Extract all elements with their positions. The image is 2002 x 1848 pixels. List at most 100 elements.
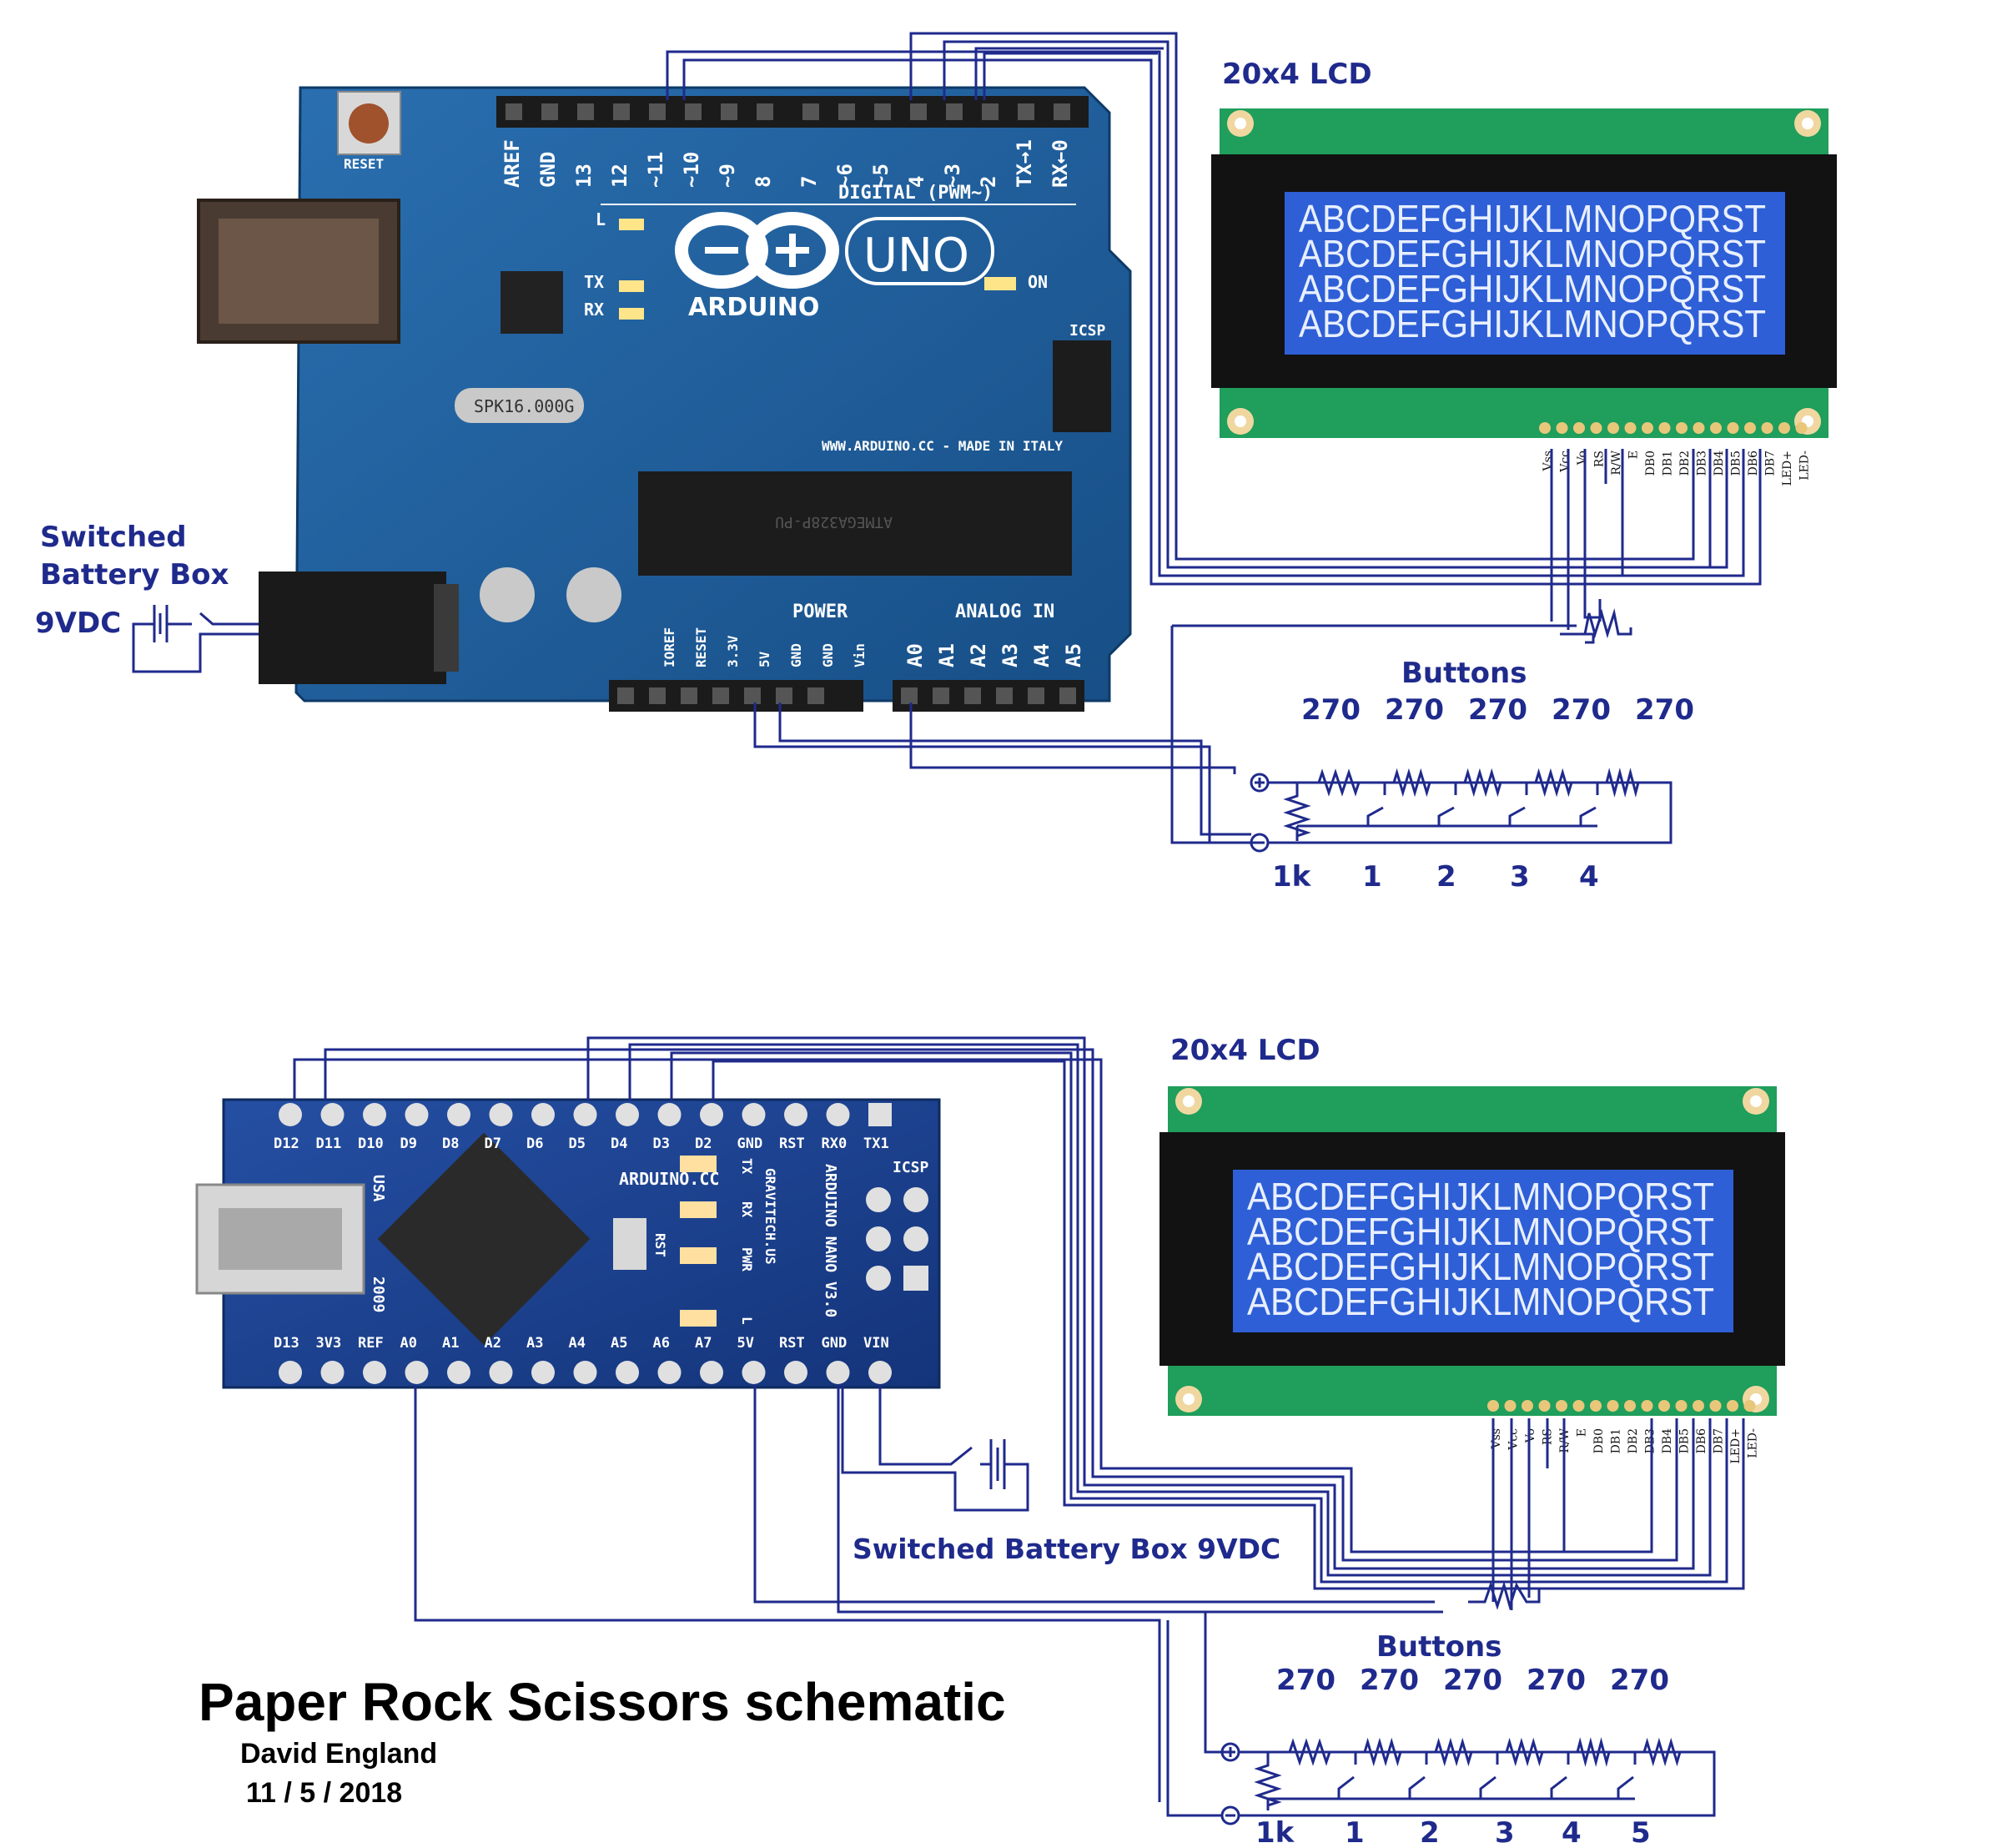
header-hole [757,103,773,120]
power-header [609,680,863,712]
lcd-pin-label: DB6 [1747,451,1760,476]
lcd-pin-pad [1522,1400,1533,1412]
analog-silk: ANALOG IN [955,602,1054,622]
nano-top-pin-label: D5 [569,1135,586,1152]
top-resistor-value: 270 [1635,693,1694,727]
header-hole [613,103,630,120]
return-rail [1239,1750,1716,1817]
pull-down-resistor [1283,783,1311,841]
nano-bottom-pin-label: A7 [695,1335,712,1352]
pin-pad [826,1361,850,1384]
top-button-number: 1 [1362,860,1382,894]
top-resistor-value: 270 [1385,693,1444,727]
pin-pad [573,1361,597,1384]
lcd-pin-label: E [1627,451,1641,459]
lcd-pin-pad [1590,422,1602,434]
series-resistor [1602,768,1643,798]
pin-pad [531,1361,555,1384]
lcd-pin-pad [1710,422,1722,434]
reset-silk: RESET [344,156,384,172]
series-resistor [1431,1737,1476,1767]
top-button-number: 2 [1436,860,1456,894]
nano-bottom-pin-label: RST [779,1335,805,1352]
header-hole [802,103,819,120]
digital-pin-label: TX→1 [1013,139,1036,188]
nano-top-pin-label: D2 [695,1135,712,1152]
mount-hole-center [1235,118,1246,129]
top-battery-switch [132,605,259,673]
header-hole [1028,687,1044,704]
series-resistor [1639,1737,1685,1767]
series-resistor [1531,768,1577,798]
pin-pad [868,1361,892,1384]
lcd-pin-pad [1676,422,1688,434]
digital-pin-label: 7 [797,176,821,188]
plus-sign [1225,1747,1235,1757]
lcd-pin-label: DB1 [1610,1428,1623,1453]
pin-pad [784,1103,807,1126]
nano-bottom-pin-label: A4 [569,1335,586,1352]
top-buttons-label: Buttons [1401,657,1527,690]
bottom-resistor-value: 270 [1443,1664,1502,1697]
lcd-pin-pad [1624,1400,1636,1412]
lcd-pin-pad [1693,422,1705,434]
series-resistor [1389,768,1435,798]
header-hole [874,103,891,120]
lcd-pin-pad [1727,1400,1738,1412]
power-pin-label: Vin [852,643,868,667]
nano-top-pin-label: D3 [653,1135,670,1152]
lcd-label-bottom: 20x4 LCD [1170,1034,1320,1067]
header-hole [776,687,792,704]
nano-silk-rst: RST [652,1233,668,1257]
power-pin-label: IOREF [661,627,677,667]
lcd-pin-pad [1590,1400,1602,1412]
lcd-pin-label: LED+ [1729,1428,1743,1463]
pin-pad [363,1103,386,1126]
nano-top-pin-label: GND [737,1135,763,1152]
lcd-row: ABCDEFGHIJKLMNOPQRST [1299,232,1766,275]
lcd-pin-label: R/W [1610,450,1623,475]
lcd-pin-label: DB7 [1764,451,1778,476]
lcd-pin-pad [1709,1400,1722,1412]
lcd-pin-pad [1675,1400,1688,1412]
mount-hole-center [1183,1095,1195,1107]
lcd-pin-label: DB6 [1695,1428,1708,1454]
bottom-resistor-value: 270 [1610,1664,1669,1697]
header-hole [964,687,981,704]
lcd-pin-pad [1761,422,1773,434]
battery-label-2: Battery Box [40,558,229,592]
lcd-row: ABCDEFGHIJKLMNOPQRST [1247,1210,1714,1253]
nano-top-pin-label: D4 [611,1135,627,1152]
lcd-pin-label: DB0 [1644,451,1657,476]
header-hole [946,103,963,120]
push-button [1579,783,1599,826]
lcd-pin-label: DB5 [1730,451,1743,476]
pin-pad [616,1361,639,1384]
nano-silk-tx: TX [739,1158,755,1175]
lcd-pin-pad [1795,422,1808,434]
pin-pad [657,1103,682,1126]
digital-pin-label: GND [536,152,560,188]
return-rail [1268,781,1673,844]
digital-pin-label: ~6 [833,164,857,188]
header-hole [996,687,1013,704]
push-button [1437,783,1457,826]
nano-bottom-pin-label: REF [358,1335,384,1352]
power-jack [259,572,446,684]
lcd-pin-pad [1641,1400,1653,1412]
power-pin-label: GND [820,643,836,667]
nano-top-pin-label: D9 [400,1135,417,1152]
nano-reset-button[interactable] [613,1218,646,1270]
mount-hole-center [1235,415,1246,427]
digital-pin-label: ~5 [869,164,893,188]
reset-button[interactable] [349,103,389,144]
lcd-row: ABCDEFGHIJKLMNOPQRST [1299,267,1766,310]
date: 11 / 5 / 2018 [246,1777,402,1809]
series-resistor [1502,1737,1547,1767]
push-button [1617,1752,1637,1799]
nano-top-pin-label: D6 [526,1135,543,1152]
analog-pin-label: A4 [1030,643,1054,667]
pin-pad [279,1103,302,1126]
lcd-pin-pad [1573,422,1585,434]
